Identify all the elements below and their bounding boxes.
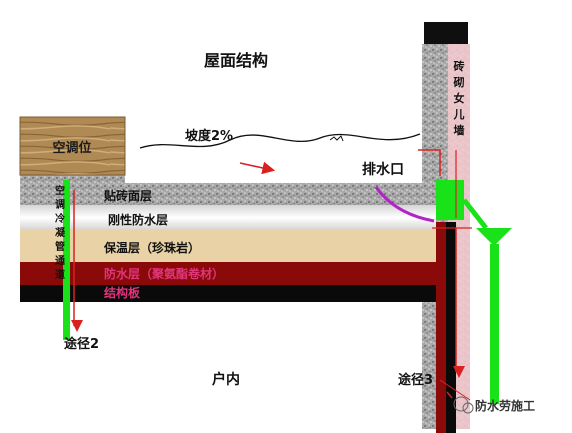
layer-label-tile: 贴砖面层 (104, 188, 152, 203)
layer-label-structure: 结构板 (104, 285, 141, 300)
waterproof-membrane-layer (20, 222, 448, 285)
watermark-text: 防水劳施工 (475, 398, 535, 413)
ac-condensate-pipe (63, 180, 70, 340)
wechat-icon (453, 396, 469, 412)
tile-surface-layer (20, 183, 436, 205)
indoor-label: 户内 (212, 371, 240, 388)
layer-label-waterproof: 防水层（聚氨酯卷材） (104, 266, 224, 281)
downspout-funnel (476, 228, 512, 246)
ac-unit-label: 空调位 (52, 140, 91, 156)
parapet-cap (424, 22, 468, 44)
route3-label: 途径3 (398, 372, 433, 388)
roof-layers (20, 175, 456, 433)
downspout-pipe (490, 244, 499, 404)
parapet-wall-label: 砖砌女儿墙 (453, 59, 465, 137)
drain-outlet-box (436, 180, 464, 220)
ac-pipe-label: 空调冷凝管通道 (55, 184, 66, 281)
rigid-waterproof-layer (20, 205, 436, 230)
slope-line (139, 133, 421, 149)
drain-outlet-label: 排水口 (362, 161, 404, 178)
diagram-title: 屋面结构 (204, 51, 268, 70)
route2-label: 途径2 (64, 336, 99, 352)
layer-label-rigid: 刚性防水层 (108, 212, 168, 227)
ac-unit-box (19, 116, 126, 176)
layer-label-insulation: 保温层（珍珠岩） (103, 240, 200, 255)
slope-arrow (239, 161, 276, 175)
insulation-layer (20, 230, 436, 262)
structure-slab (20, 285, 448, 302)
slope-label: 坡度2% (185, 128, 233, 144)
drain-outlet-curve (374, 186, 435, 223)
watermark: 防水劳施工 (453, 396, 535, 414)
